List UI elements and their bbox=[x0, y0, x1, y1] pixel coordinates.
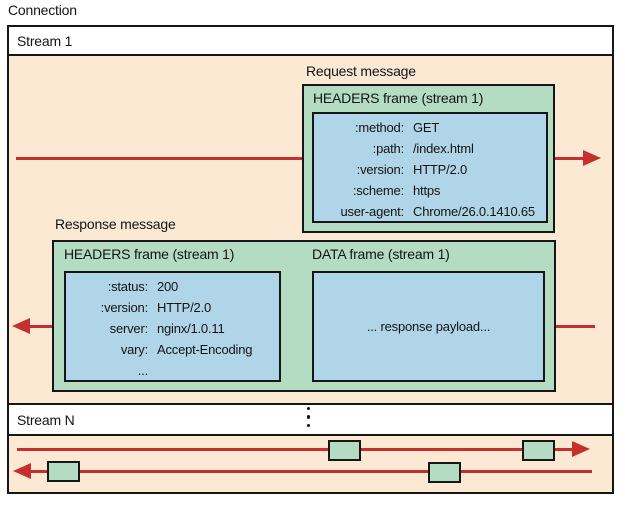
streamN-bar: Stream N bbox=[7, 403, 614, 436]
field-value: 200 bbox=[157, 279, 179, 294]
request-headers-frame: HEADERS frame (stream 1) :method: GET :p… bbox=[302, 84, 555, 233]
request-message-label: Request message bbox=[306, 63, 416, 79]
response-message-label: Response message bbox=[55, 216, 176, 232]
field-key: :status: bbox=[107, 279, 149, 294]
field-value: /index.html bbox=[413, 141, 474, 156]
request-headers-frame-title: HEADERS frame (stream 1) bbox=[313, 90, 484, 106]
streamN-request-arrow-head-icon bbox=[572, 441, 590, 457]
streamN-request-frame-box bbox=[328, 440, 361, 461]
request-arrow-line bbox=[16, 157, 586, 161]
request-arrow-head-icon bbox=[583, 150, 601, 166]
streamN-request-frame-box bbox=[522, 440, 555, 461]
field-key: :path: bbox=[372, 141, 405, 156]
streamN-label: Stream N bbox=[17, 411, 75, 428]
field-value: Accept-Encoding bbox=[157, 342, 253, 357]
request-headers-fields: :method: GET :path: /index.html :version… bbox=[314, 114, 546, 222]
field-value: HTTP/2.0 bbox=[157, 300, 212, 315]
streamN-response-arrow-line bbox=[30, 470, 592, 474]
streamN-response-arrow-head-icon bbox=[13, 463, 31, 479]
stream1-bar: Stream 1 bbox=[7, 25, 614, 56]
response-headers-fields: :status: 200 :version: HTTP/2.0 server: … bbox=[66, 273, 279, 381]
response-frames-group: HEADERS frame (stream 1) :status: 200 :v… bbox=[52, 240, 556, 392]
field-value: nginx/1.0.11 bbox=[157, 321, 225, 336]
streamN-response-frame-box bbox=[47, 461, 80, 482]
field-key: :method: bbox=[355, 120, 404, 135]
response-data-payload-box: ... response payload... bbox=[312, 271, 545, 382]
response-headers-fields-box: :status: 200 :version: HTTP/2.0 server: … bbox=[64, 271, 281, 382]
request-headers-fields-box: :method: GET :path: /index.html :version… bbox=[312, 112, 548, 223]
connection-label: Connection bbox=[8, 2, 77, 18]
field-value bbox=[157, 360, 279, 381]
streamN-request-arrow-line bbox=[17, 448, 574, 452]
response-payload-text: ... response payload... bbox=[366, 319, 491, 334]
stream1-label: Stream 1 bbox=[17, 32, 73, 49]
streamN-response-frame-box bbox=[428, 462, 461, 483]
field-key: user-agent: bbox=[340, 204, 404, 219]
field-key: :version: bbox=[100, 300, 149, 315]
field-key: :version: bbox=[356, 162, 405, 177]
field-key: server: bbox=[109, 321, 149, 336]
field-value: https bbox=[413, 183, 441, 198]
field-value: GET bbox=[413, 120, 440, 135]
field-key: :scheme: bbox=[352, 183, 404, 198]
response-arrow-head-icon bbox=[12, 318, 30, 334]
response-data-frame-title: DATA frame (stream 1) bbox=[312, 246, 450, 262]
field-key: ... bbox=[137, 363, 148, 378]
field-value: Chrome/26.0.1410.65 bbox=[413, 204, 535, 219]
field-value: HTTP/2.0 bbox=[413, 162, 468, 177]
vertical-ellipsis-icon bbox=[307, 407, 311, 428]
response-headers-frame-title: HEADERS frame (stream 1) bbox=[64, 246, 235, 262]
field-key: vary: bbox=[120, 342, 148, 357]
